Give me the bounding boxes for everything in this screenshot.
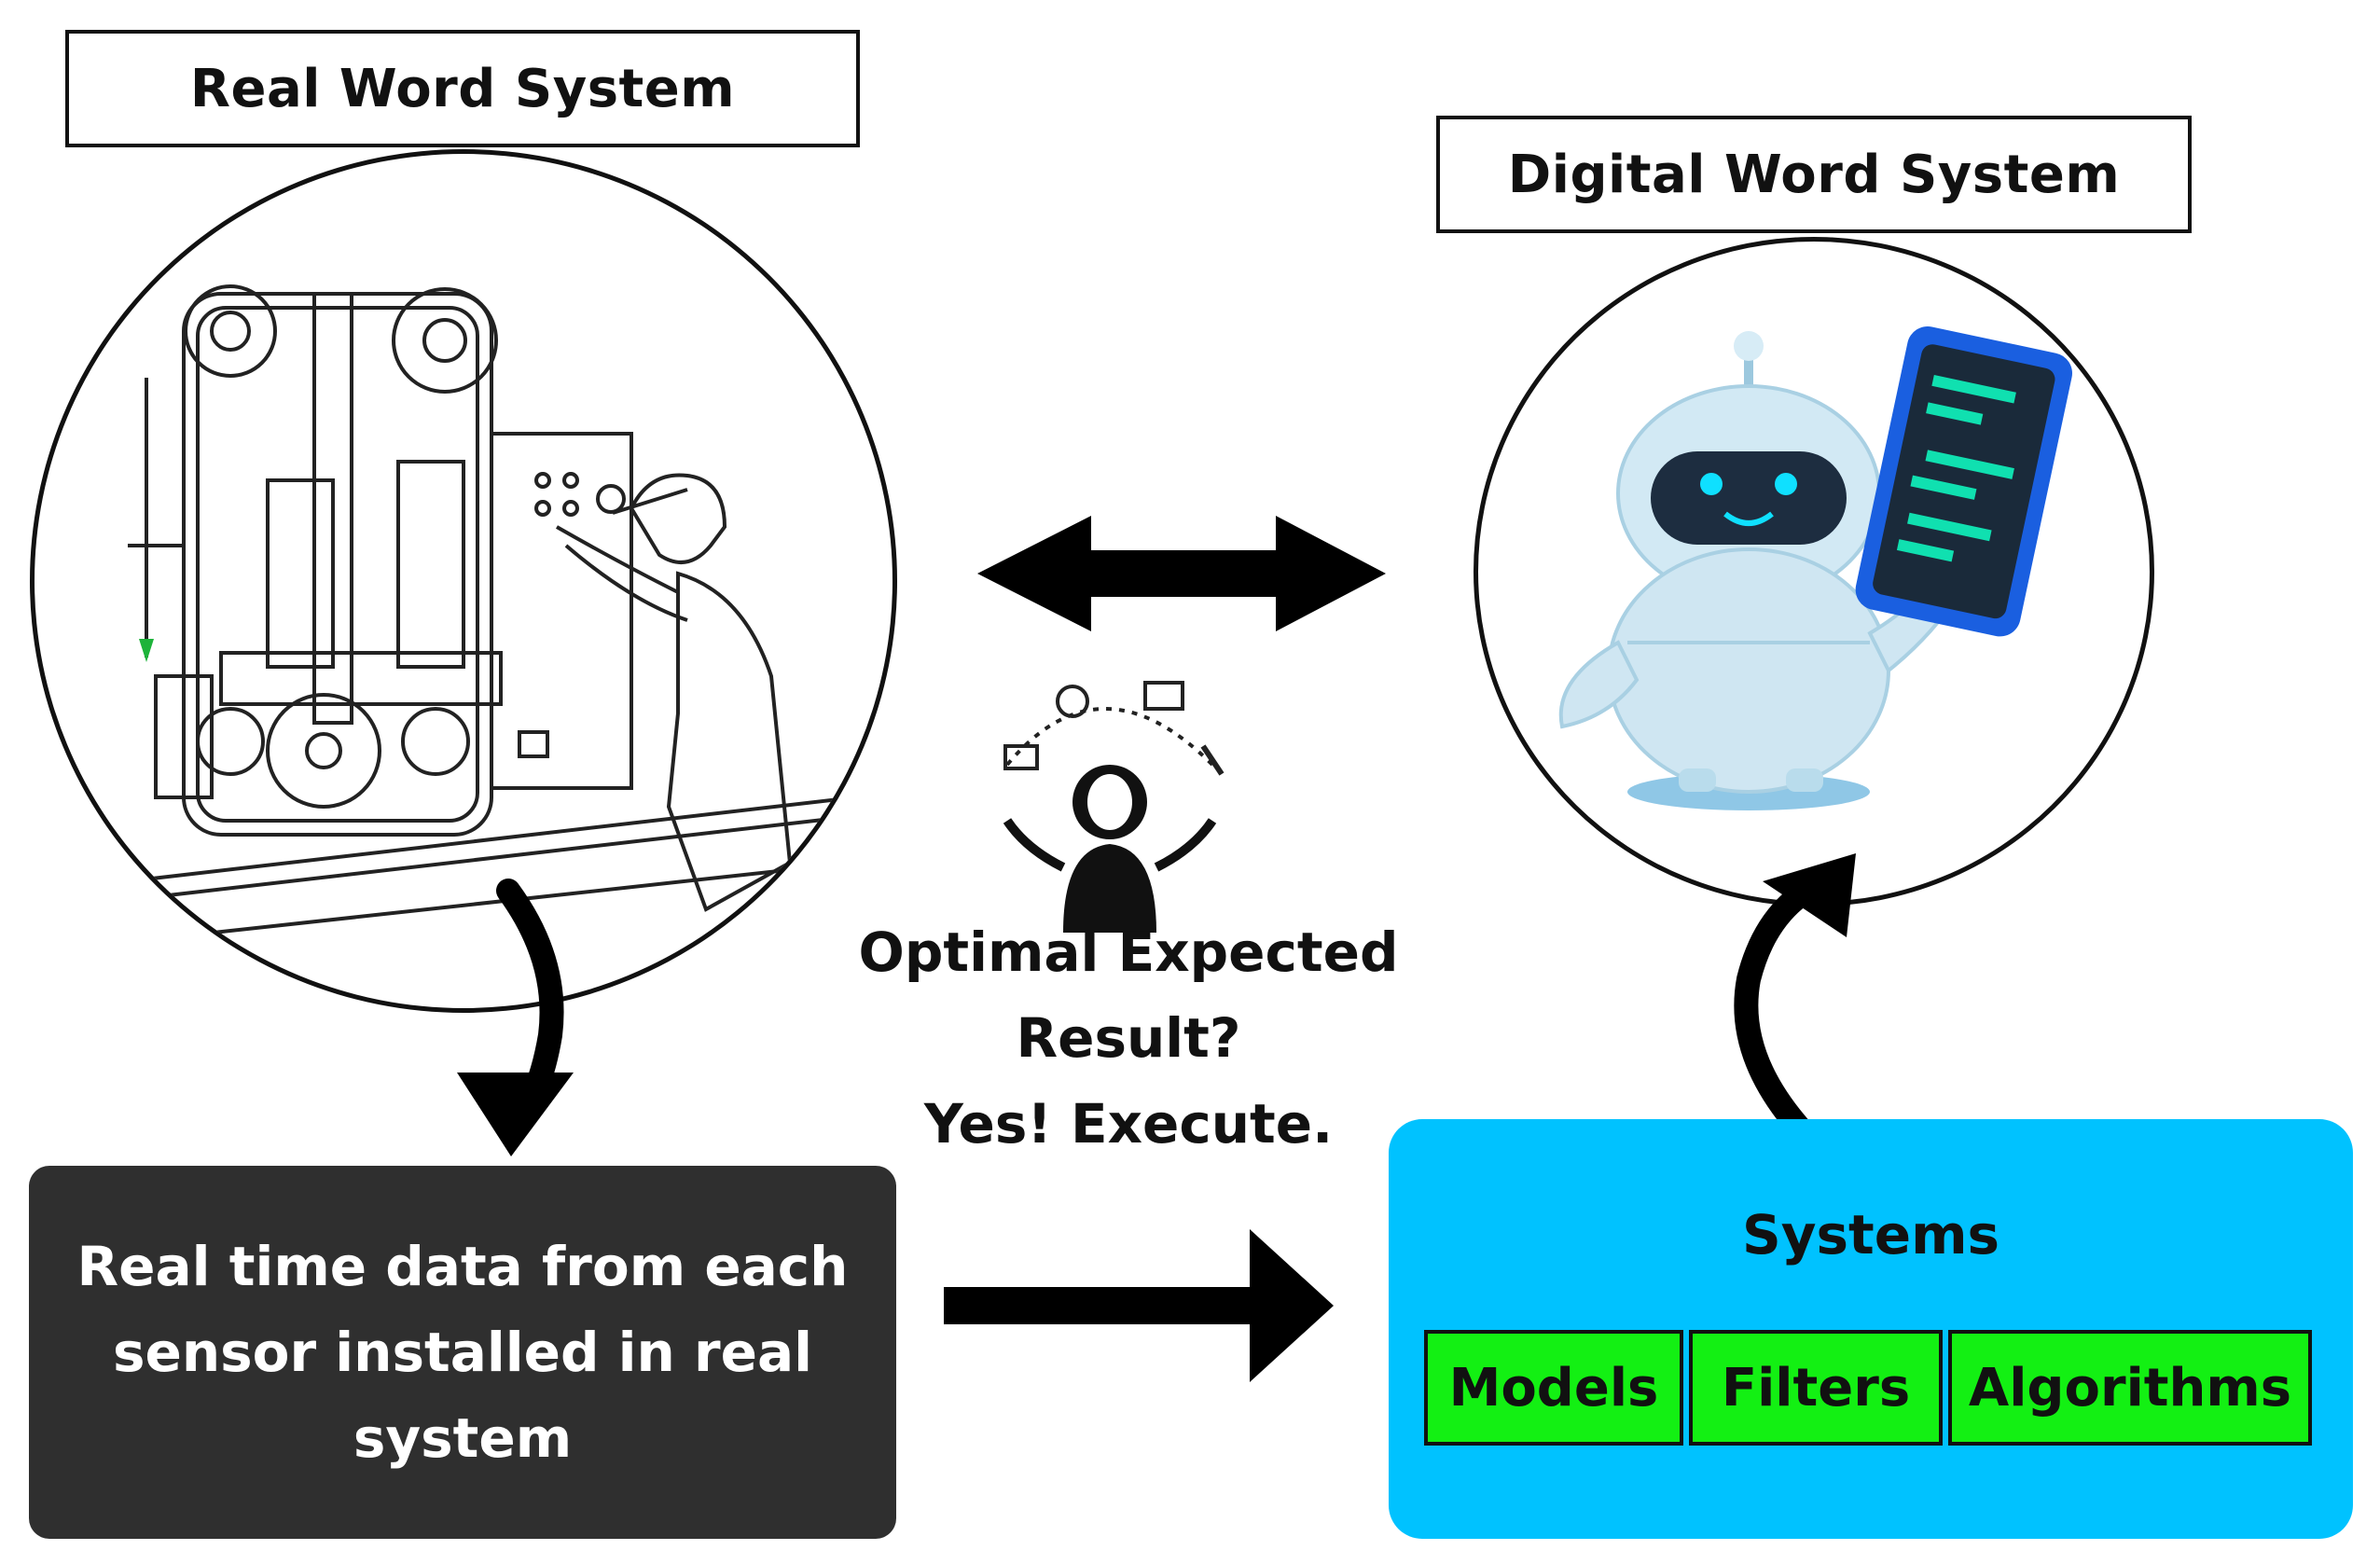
- curved-up-arrowhead-icon: [1763, 853, 1856, 937]
- robot-with-tablet-illustration: [1558, 325, 2072, 810]
- curved-down-arrowhead-icon: [457, 1073, 574, 1156]
- filters-box: Filters: [1689, 1330, 1943, 1446]
- systems-title: Systems: [1741, 1203, 2000, 1266]
- curved-up-arrow-icon: [1734, 883, 1812, 1141]
- models-box: Models: [1424, 1330, 1683, 1446]
- decision-text: Optimal Expected Result? Yes! Execute.: [839, 909, 1418, 1167]
- bidirectional-arrow-icon: [977, 516, 1386, 631]
- decision-line-3: Yes! Execute.: [923, 1092, 1334, 1156]
- decision-line-2: Result?: [1016, 1006, 1241, 1070]
- algorithms-box: Algorithms: [1948, 1330, 2312, 1446]
- right-arrow-icon: [944, 1229, 1334, 1382]
- systems-box: Systems Models Filters Algorithms: [1389, 1119, 2353, 1539]
- digital-world-title: Digital Word System: [1436, 116, 2192, 233]
- real-world-circle: [30, 149, 897, 1013]
- decision-line-1: Optimal Expected: [858, 920, 1399, 984]
- real-world-title: Real Word System: [65, 30, 860, 147]
- person-juggling-icon: [1003, 681, 1225, 933]
- machine-operator-illustration: [127, 284, 856, 944]
- digital-world-circle: [1474, 237, 2154, 907]
- sensor-data-box: Real time data from each sensor installe…: [29, 1166, 896, 1539]
